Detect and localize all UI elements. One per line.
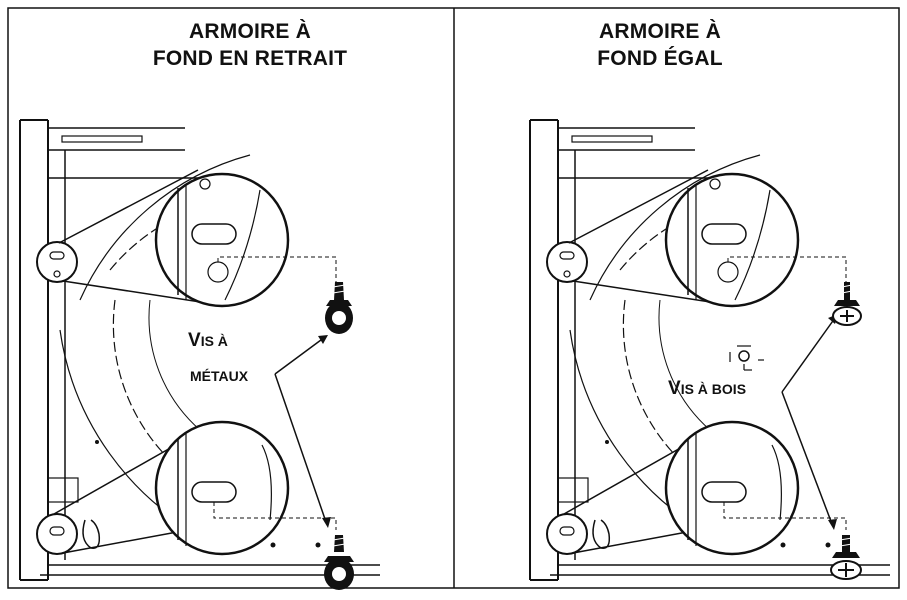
wood-screw-label: VIS À BOIS	[668, 378, 746, 400]
left-title-line2: FOND EN RETRAIT	[152, 47, 348, 70]
right-title-line2: FOND ÉGAL	[597, 47, 723, 70]
right-panel-title: ARMOIRE À FOND ÉGAL	[560, 18, 760, 72]
metal-label-cap: V	[188, 330, 201, 351]
metal-screw-label: VIS À	[188, 330, 228, 352]
wood-screw-icon	[832, 282, 862, 326]
metal-label-rest: IS À	[200, 333, 228, 349]
metal-screw-label-line2: MÉTAUX	[190, 368, 249, 384]
left-title-line1: ARMOIRE À	[189, 20, 311, 43]
wood-label-rest: IS À BOIS	[680, 381, 747, 397]
metal-screw-icon	[324, 535, 354, 590]
left-panel-drawing	[19, 119, 380, 581]
right-panel-drawing	[529, 119, 890, 581]
wood-screw-symbol-icon	[729, 345, 764, 371]
left-panel-title: ARMOIRE À FOND EN RETRAIT	[135, 18, 365, 72]
metal-screw-icon	[325, 282, 353, 334]
wood-screw-icon	[830, 535, 862, 580]
wood-label-cap: V	[668, 378, 681, 399]
right-title-line1: ARMOIRE À	[599, 20, 721, 43]
